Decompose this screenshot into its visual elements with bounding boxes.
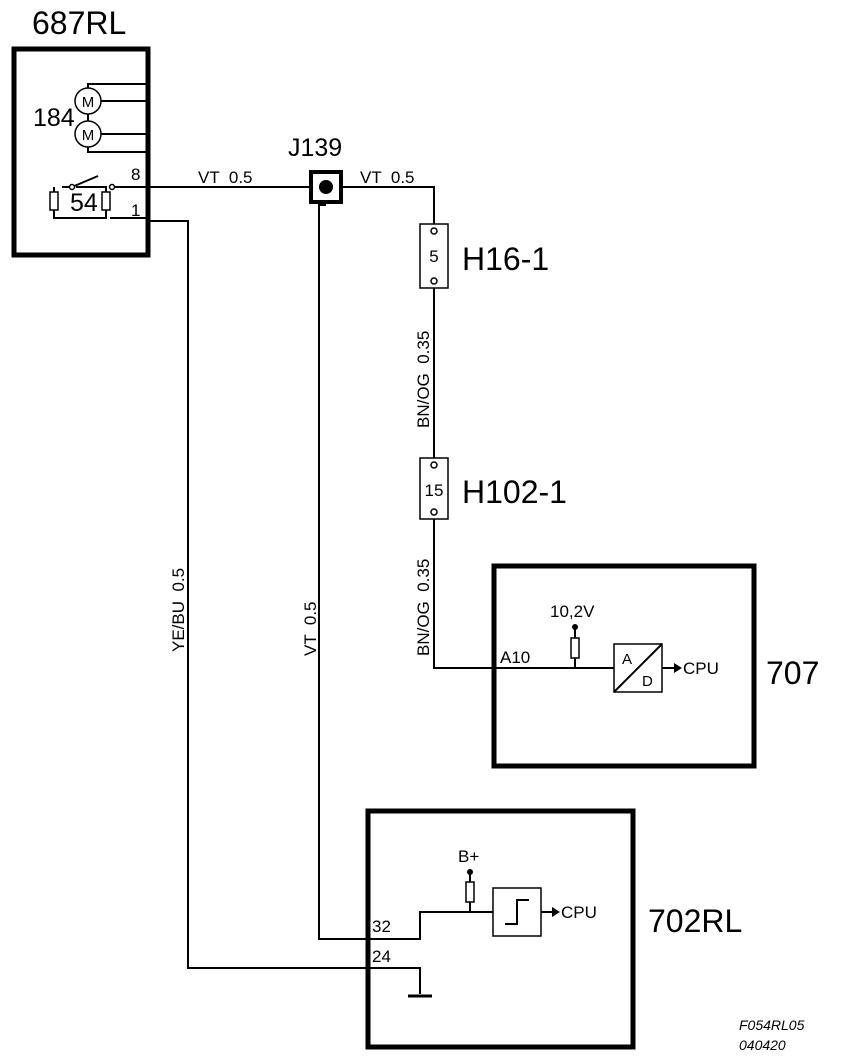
voltage-label: 10,2V: [550, 602, 595, 621]
label-707: 707: [766, 655, 819, 691]
component-707: 707 A10 10,2V A D CPU: [491, 563, 819, 769]
label-h16-1: H16-1: [462, 241, 549, 277]
resistor-left-icon: [49, 191, 59, 211]
wire-vt-c: [318, 204, 368, 940]
wire-bnog-b: [433, 519, 494, 669]
wire-yebu: [148, 220, 368, 969]
adc-a-label: A: [622, 651, 632, 668]
arrow-right-702-icon: [552, 907, 560, 917]
supply-label: B+: [458, 847, 479, 866]
wire-label-bnog-b: BN/OG 0.35: [414, 559, 433, 656]
component-702rl: 702RL 32 24 B+ CPU: [365, 808, 742, 1050]
resistor-right-icon: [101, 191, 111, 211]
arrow-right-icon: [674, 663, 682, 673]
pin-8-label: 8: [131, 165, 140, 184]
label-j139: J139: [288, 134, 342, 162]
junction-dot-icon: [319, 180, 333, 194]
pin-24-label: 24: [372, 947, 391, 966]
figure-date: 040420: [739, 1037, 786, 1053]
motor-ref-label: 184: [33, 104, 75, 132]
h16-pin-label: 5: [429, 247, 438, 266]
wire-label-yebu: YE/BU 0.5: [169, 568, 188, 652]
pin-32-label: 32: [372, 917, 391, 936]
junction-j139: J139: [288, 134, 343, 204]
junction-box-icon: [309, 170, 343, 204]
box-707: [491, 563, 757, 769]
wire-label-vt-b: VT 0.5: [360, 168, 415, 187]
pin-1-label: 1: [131, 201, 140, 220]
pullup-resistor-702-icon: [465, 881, 475, 903]
connector-h16-1: 5 H16-1: [419, 223, 549, 289]
label-687rl: 687RL: [32, 5, 126, 41]
switch-ref-label: 54: [70, 189, 98, 217]
figure-code: F054RL05: [739, 1017, 805, 1033]
motor-lower-label: M: [82, 127, 95, 144]
cpu-label-707: CPU: [683, 659, 719, 678]
motor-upper-label: M: [82, 94, 95, 111]
wires: [148, 186, 494, 969]
wire-label-bnog-a: BN/OG 0.35: [414, 331, 433, 428]
component-687rl: 687RL M M 184 54 8 1: [11, 5, 151, 258]
adc-d-label: D: [642, 673, 653, 690]
switch-block: 54: [49, 175, 148, 219]
h102-pin-label: 15: [425, 481, 444, 500]
wire-vt-b: [341, 186, 435, 224]
pullup-resistor-icon: [570, 637, 580, 659]
label-702rl: 702RL: [648, 903, 742, 939]
box-702rl: [365, 808, 636, 1050]
wire-label-vt-c: VT 0.5: [301, 602, 320, 657]
connector-h102-1: 15 H102-1: [419, 457, 567, 520]
pin-a10-label: A10: [500, 648, 530, 667]
label-h102-1: H102-1: [462, 474, 567, 510]
switch-contact-icon: [71, 175, 99, 188]
motor-symbols: M M: [74, 83, 148, 153]
wire-label-vt-a: VT 0.5: [198, 168, 253, 187]
cpu-label-702: CPU: [561, 903, 597, 922]
